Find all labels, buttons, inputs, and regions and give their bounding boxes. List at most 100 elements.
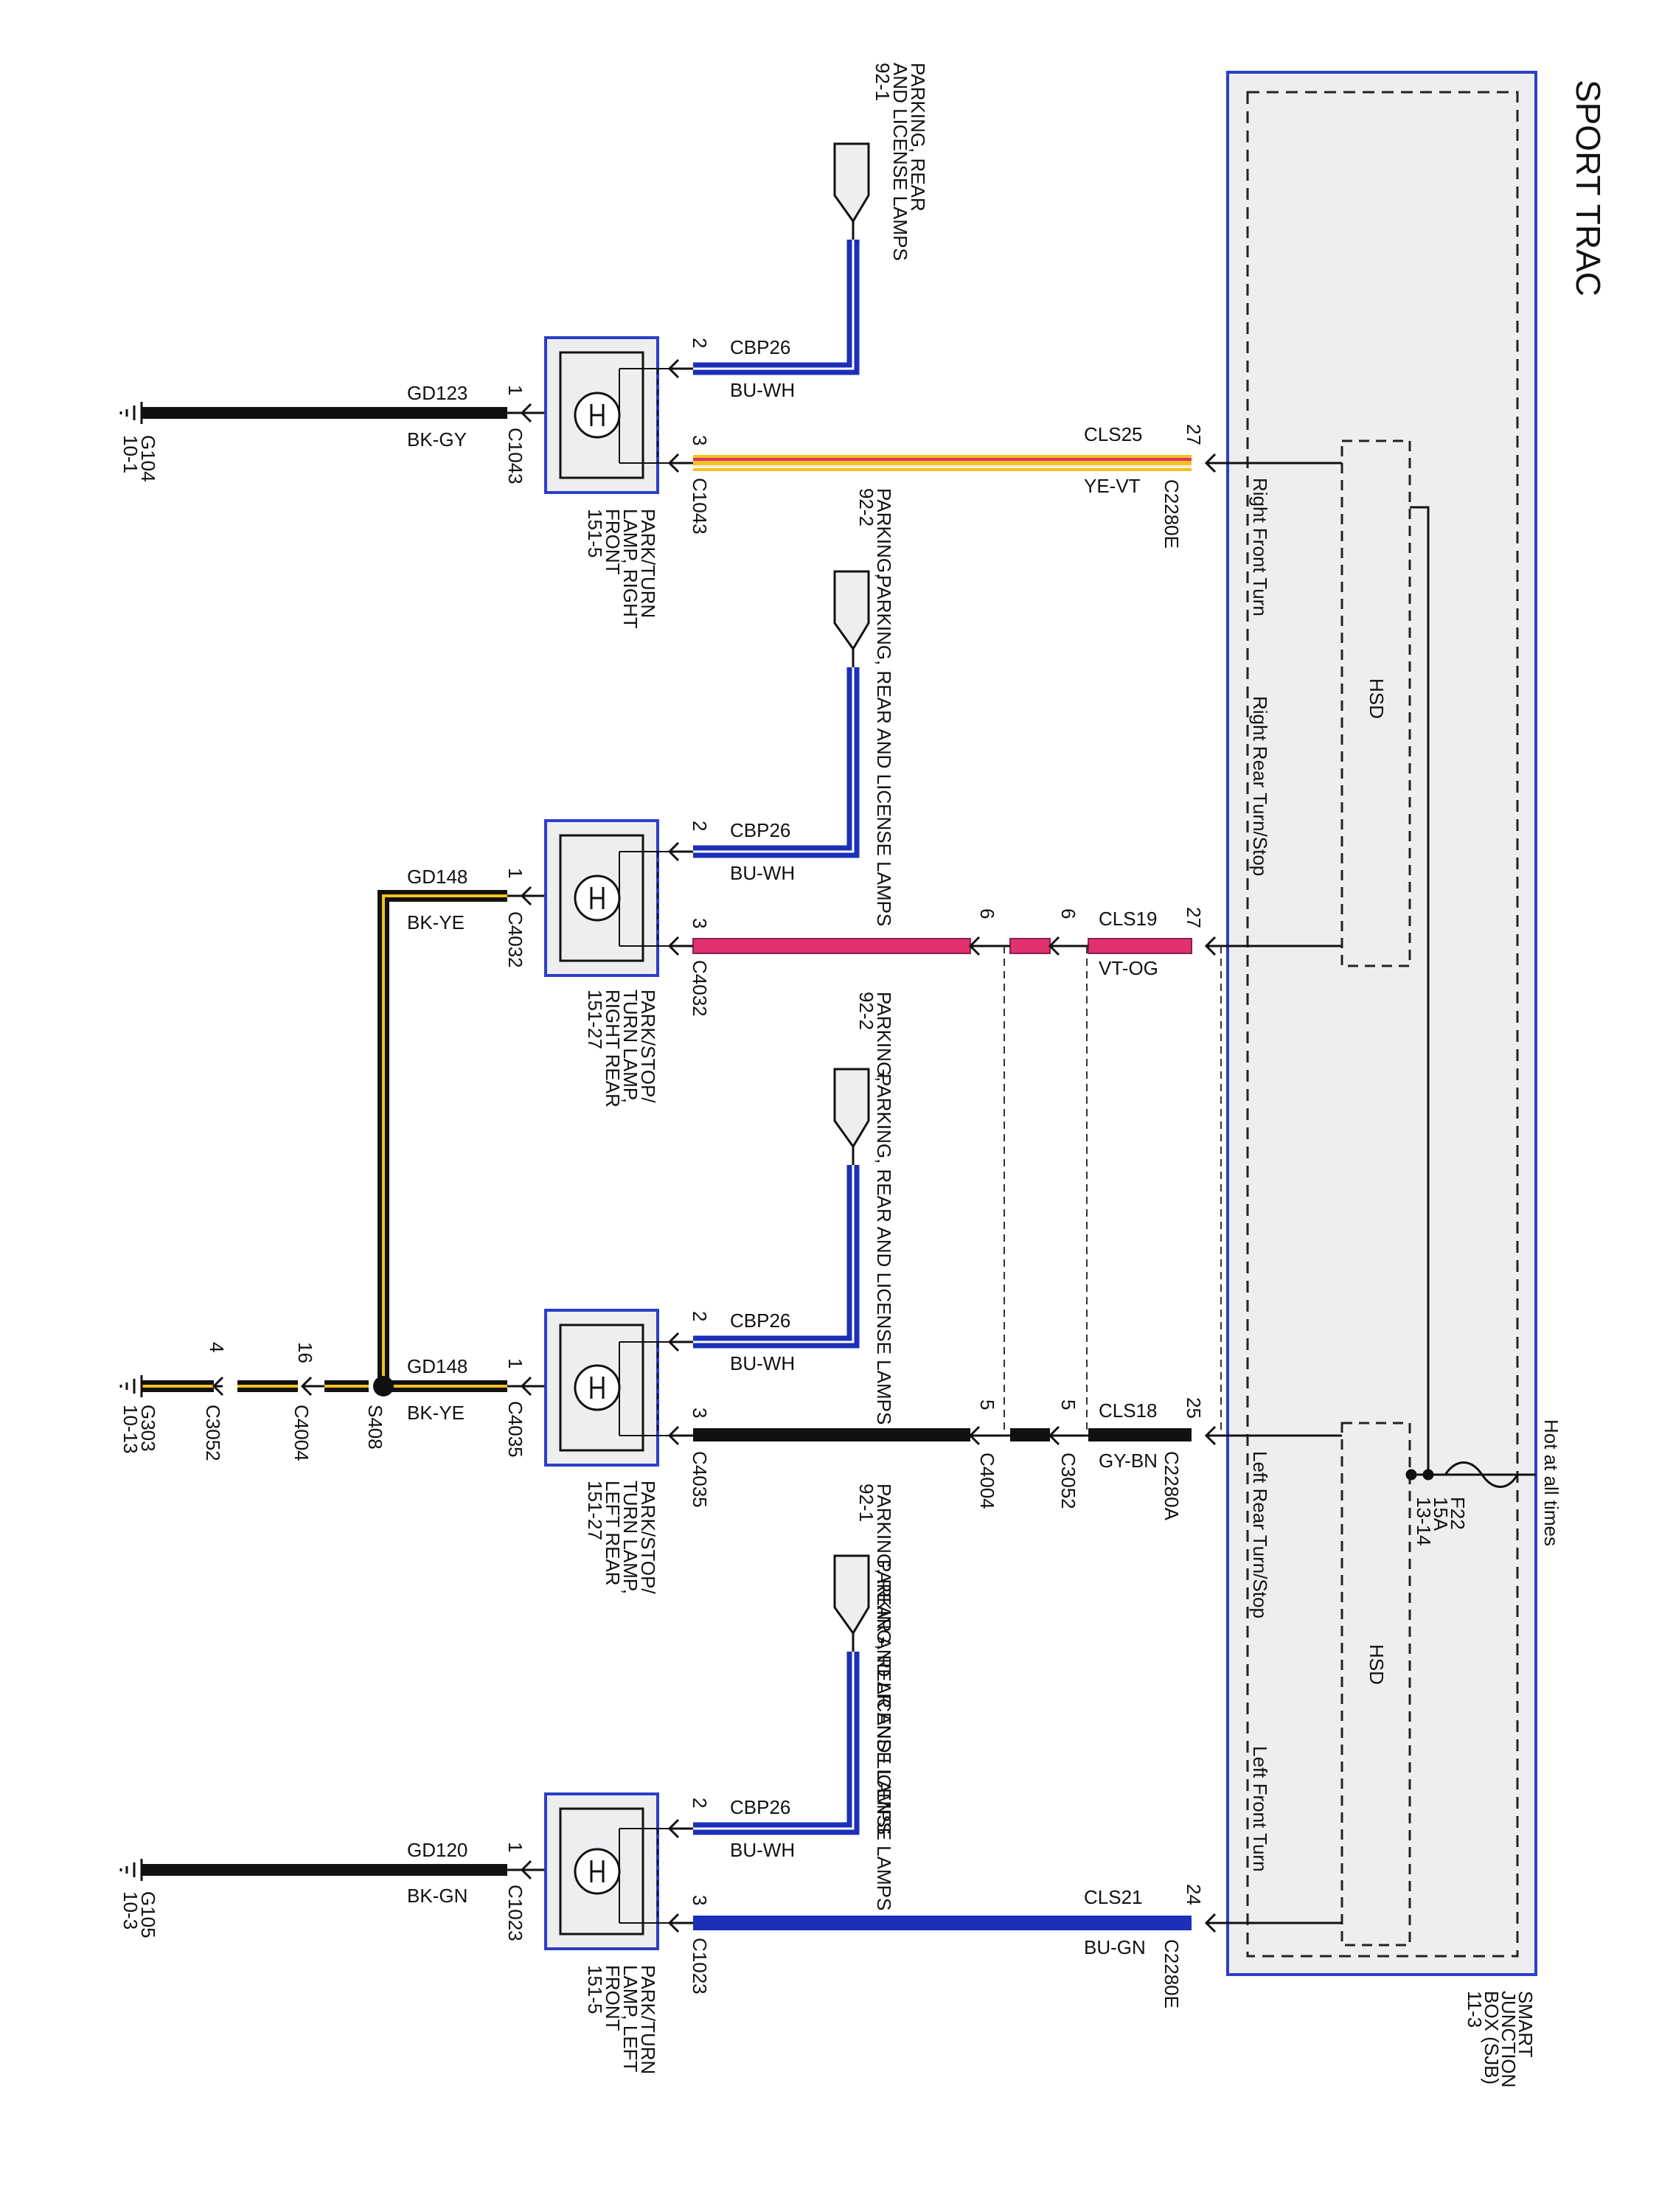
circuit-gd148-rr: GD148: [407, 866, 467, 888]
ref-lf-cbp: PARKING, REAR AND LICENSE LAMPS: [873, 1559, 895, 1910]
circuit-cls21: CLS21: [1084, 1886, 1143, 1908]
circuit-cbp26-rr: CBP26: [730, 819, 790, 841]
sjb-ref: 11-3: [1464, 1991, 1486, 2028]
lamp-lf-label-1: PARK/TURN: [637, 1965, 659, 2074]
pin-lr-2: 2: [689, 1311, 711, 1321]
ground-g105-ref: 10-3: [119, 1891, 142, 1930]
circuit-gd148-rr-color: BK-YE: [407, 911, 465, 933]
circuit-gd120-color: BK-GN: [407, 1885, 467, 1907]
ground-g105: G105: [137, 1891, 159, 1938]
circuit-cbp26-rr-color: BU-WH: [730, 862, 795, 884]
inline-pin-arrows: [968, 936, 1060, 1446]
ref-rf-cbp-1: PARKING, REAR: [907, 63, 929, 212]
pin-lf-2: 2: [689, 1798, 711, 1808]
lamp-rf-label-1: PARK/TURN: [637, 509, 659, 618]
ground-leads: [212, 403, 546, 1880]
circuit-cls19-color: VT-OG: [1099, 957, 1158, 979]
inline-connector-shields: [1004, 946, 1222, 1436]
ground-icon: [119, 402, 143, 1881]
pin-lr-sjb: 25: [1183, 1397, 1205, 1419]
sjb-label-2: JUNCTION: [1498, 1991, 1520, 2087]
lamp-lr[interactable]: [544, 1309, 669, 1467]
pin-lf-sjb: 24: [1183, 1884, 1205, 1905]
hsd-label-bottom: HSD: [1366, 1644, 1388, 1685]
sjb-label-3: BOX (SJB): [1481, 1991, 1503, 2084]
pin-rr-sjb: 27: [1183, 907, 1205, 928]
circuit-gd120: GD120: [407, 1839, 467, 1861]
pin-lr-3: 3: [689, 1408, 711, 1418]
ref-rr-cbp: PARKING, REAR AND LICENSE LAMPS: [873, 575, 895, 926]
connector-lf-side: C1023: [504, 1885, 526, 1941]
circuit-cls25: CLS25: [1084, 423, 1143, 445]
circuit-cbp26-lr: CBP26: [730, 1310, 790, 1332]
pin-lr-inline-b: 5: [1057, 1399, 1079, 1410]
pin-rr-inline-a: 6: [976, 908, 998, 919]
lamp-lf-label-3: FRONT: [602, 1965, 624, 2031]
connector-lf-top: C1023: [689, 1938, 711, 1994]
circuit-cbp26-lf: CBP26: [730, 1796, 790, 1818]
ref-rf-cls-1: PARKING,: [873, 488, 895, 578]
pin-lf-3: 3: [689, 1895, 711, 1905]
ref-lr-cls-1: PARKING, REAR AND LICENSE LAMPS: [873, 1484, 895, 1834]
connector-c4004: C4004: [976, 1453, 998, 1509]
pin-rf-1: 1: [504, 385, 526, 395]
g303-c4004-pin: 16: [294, 1342, 316, 1363]
fuse-rating: 15A: [1430, 1497, 1452, 1531]
wire-cls25: [669, 455, 1192, 471]
lamp-lr-label-4: 151-27: [584, 1481, 606, 1540]
lamp-rf[interactable]: [544, 336, 669, 494]
pin-rf-sjb: 27: [1183, 424, 1205, 445]
circuit-gd148-lr: GD148: [407, 1355, 467, 1377]
lamp-rr-label-1: PARK/STOP/: [637, 990, 659, 1103]
lamp-rf-label-4: 151-5: [584, 509, 606, 558]
circuit-gd123-color: BK-GY: [407, 428, 467, 451]
pin-rr-2: 2: [689, 821, 711, 831]
circuit-gd123: GD123: [407, 382, 467, 404]
ref-rf-cbp-2: AND LICENSE LAMPS: [889, 63, 911, 261]
circuit-cbp26-lf-color: BU-WH: [730, 1839, 795, 1861]
ground-g303: G303: [137, 1405, 159, 1452]
ref-rr-cls-2: 92-2: [855, 992, 877, 1030]
connector-c2280e-top: C2280E: [1161, 479, 1183, 549]
connector-lr-top: C4035: [689, 1451, 711, 1508]
ref-rr-cls-1: PARKING,: [873, 992, 895, 1082]
lamp-rf-label-2: LAMP, RIGHT: [619, 509, 641, 629]
circuit-cls18-color: GY-BN: [1099, 1450, 1158, 1472]
circuit-cbp26-rf: CBP26: [730, 336, 790, 358]
wire-cls18: [669, 1428, 1192, 1441]
lamp-lr-label-2: TURN LAMP,: [619, 1481, 641, 1594]
lamp-rr-label-3: RIGHT REAR: [602, 990, 624, 1107]
ground-g104: G104: [137, 435, 159, 482]
pin-rr-inline-b: 6: [1057, 908, 1079, 919]
lamp-lf-label-4: 151-5: [584, 1965, 606, 2014]
connector-rr-side: C4032: [504, 911, 526, 968]
connector-c2280a: C2280A: [1161, 1451, 1183, 1521]
splice-label: S408: [364, 1405, 386, 1450]
ref-lr-cbp: PARKING, REAR AND LICENSE LAMPS: [873, 1074, 895, 1425]
g303-c3052-label: C3052: [202, 1405, 224, 1461]
output-left-rear: Left Rear Turn/Stop: [1249, 1451, 1271, 1618]
connector-rr-top: C4032: [689, 960, 711, 1017]
fuse-name: F22: [1447, 1497, 1469, 1530]
pin-lr-1: 1: [504, 1358, 526, 1368]
smart-junction-box: [1226, 71, 1537, 1976]
connector-lr-side: C4035: [504, 1401, 526, 1458]
ref-lr-cls-2: 92-1: [855, 1484, 877, 1522]
g303-c4004-label: C4004: [291, 1405, 313, 1461]
ground-g104-ref: 10-1: [119, 435, 142, 473]
hot-at-all-times-label: Hot at all times: [1540, 1419, 1562, 1546]
pin-lf-1: 1: [504, 1842, 526, 1852]
connector-c2280e-bottom: C2280E: [1161, 1939, 1183, 2008]
connector-c3052: C3052: [1057, 1453, 1079, 1509]
lamp-rf-label-3: FRONT: [602, 509, 624, 575]
lamp-lf[interactable]: [544, 1792, 669, 1950]
lamp-rr[interactable]: [544, 819, 669, 977]
wire-cls19: [669, 938, 1192, 954]
fuse-ref: 13-14: [1413, 1497, 1435, 1546]
splice-s408: [373, 1376, 394, 1397]
output-left-front: Left Front Turn: [1249, 1746, 1271, 1872]
sjb-label-1: SMART: [1514, 1991, 1537, 2058]
reference-pointer-icons: [833, 142, 870, 1635]
ground-wires: [142, 407, 507, 1876]
pin-lr-inline-a: 5: [976, 1399, 998, 1410]
